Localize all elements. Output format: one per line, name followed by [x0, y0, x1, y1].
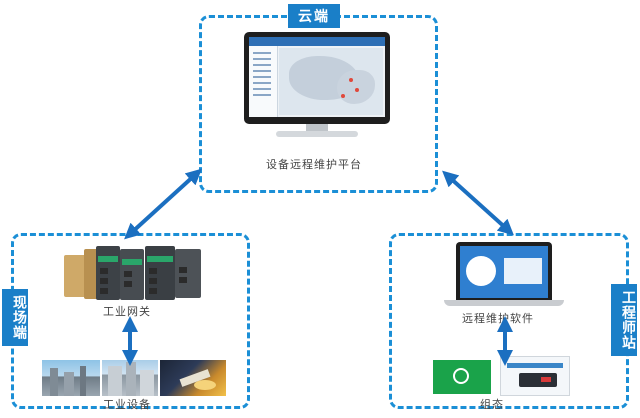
equipment-photo-3	[160, 360, 226, 396]
equipment-photo-2	[102, 360, 158, 396]
site-zone-label: 现场端	[2, 289, 28, 346]
equipment-caption: 工业设备	[103, 399, 151, 411]
gateway-caption: 工业网关	[103, 306, 151, 318]
monitor-icon	[244, 32, 390, 137]
configuration-software-icon	[433, 360, 491, 394]
laptop-icon	[444, 242, 564, 308]
software-screen	[460, 246, 548, 298]
engineer-device-caption: 组态	[480, 399, 504, 411]
cloud-zone-label: 云端	[288, 4, 340, 28]
map-icon	[279, 48, 383, 115]
platform-caption: 设备远程维护平台	[266, 159, 362, 171]
gateway-platform-arrow	[124, 168, 202, 240]
equipment-photo-1	[42, 360, 100, 396]
engineer-zone-label: 工程师站	[611, 284, 637, 356]
laptop-platform-arrow	[442, 170, 514, 236]
platform-screen	[249, 37, 385, 117]
